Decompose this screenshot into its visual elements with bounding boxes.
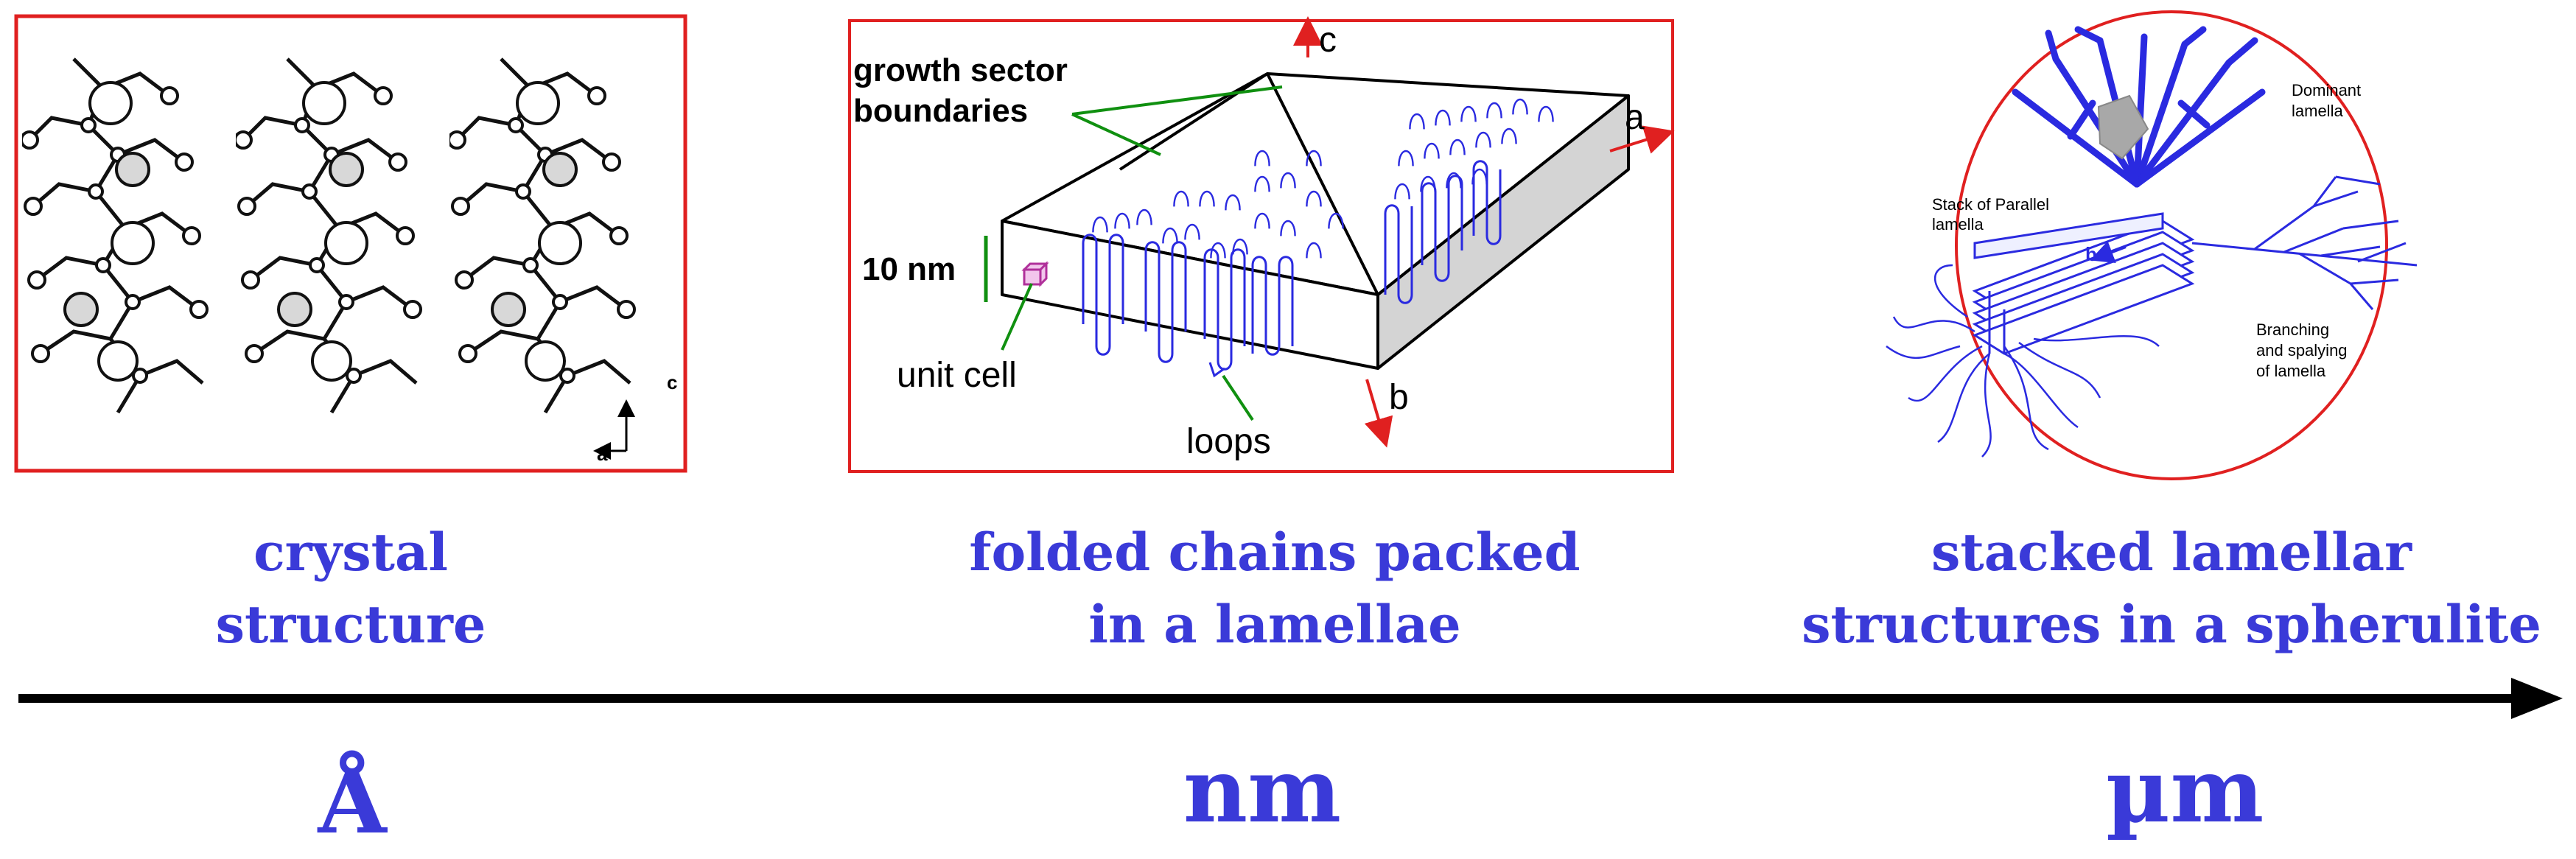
crystal-axis-c-label: c — [667, 371, 677, 393]
spherulite-panel: Dominant lamella Stack of Parallel lamel… — [1886, 10, 2418, 480]
scale-units: Å nm µm — [317, 739, 2264, 854]
crystal-structure-panel: c a — [14, 14, 687, 473]
caption-spherulite-line1: stacked lamellar — [1931, 522, 2412, 583]
lamella-axes — [1293, 16, 1675, 448]
crystal-axis-a-label: a — [597, 443, 608, 465]
growth-sector-pointer-lines — [1071, 85, 1283, 156]
scale-angstrom-label: Å — [317, 750, 388, 854]
lamella-axis-b-label: b — [1389, 378, 1409, 417]
scale-nanometer-label: nm — [1183, 739, 1341, 843]
dominant-lamella-fan — [2012, 26, 2266, 188]
caption-lamella-line2: in a lamellae — [1088, 594, 1460, 655]
caption-spherulite-line2: structures in a spherulite — [1802, 594, 2541, 655]
growth-sector-label-line2: boundaries — [853, 93, 1028, 129]
length-scale-axis — [18, 678, 2563, 719]
dominant-lamella-label-line2: lamella — [2292, 102, 2343, 120]
caption-crystal-line2: structure — [216, 594, 486, 655]
caption-lamella-line1: folded chains packed — [969, 522, 1580, 583]
parallel-lamella-stack — [1972, 212, 2195, 355]
stack-label-line2: lamella — [1932, 215, 1984, 234]
loops-label: loops — [1186, 422, 1271, 461]
scale-micrometer-label: µm — [2106, 739, 2264, 843]
caption-crystal-line1: crystal — [253, 522, 448, 583]
thickness-label: 10 nm — [862, 251, 956, 287]
dominant-lamella-grey-sector — [2097, 94, 2149, 160]
branching-label-line3: of lamella — [2256, 362, 2326, 380]
dominant-lamella-label-line1: Dominant — [2292, 81, 2361, 99]
lamella-axis-b-arrow — [1364, 379, 1393, 448]
lamella-panel: growth sector boundaries 10 nm unit cell… — [848, 16, 1675, 473]
stack-direction-arrow — [2090, 241, 2127, 264]
lamella-axis-c-label: c — [1319, 21, 1337, 60]
branching-label-line2: and spalying — [2256, 341, 2348, 360]
lamella-axis-a-label: a — [1625, 98, 1645, 137]
branching-lamella — [2191, 175, 2418, 310]
unit-cell-label: unit cell — [897, 356, 1017, 395]
side-face-folded-chains — [1082, 160, 1502, 378]
crystal-axes: c a — [593, 371, 677, 465]
unit-cell-pointer — [1001, 283, 1033, 351]
branching-label-line1: Branching — [2256, 320, 2329, 339]
lamella-axis-a-arrow — [1609, 125, 1675, 154]
growth-sector-label-line1: growth sector — [853, 52, 1068, 88]
unit-cell-box — [1021, 261, 1049, 287]
stack-axis-b-label: b — [2085, 243, 2097, 265]
tie-chains — [1886, 264, 2160, 457]
stack-label-line1: Stack of Parallel — [1932, 195, 2049, 214]
loops-pointer — [1222, 374, 1254, 421]
captions: crystal structure folded chains packed i… — [216, 522, 2541, 655]
